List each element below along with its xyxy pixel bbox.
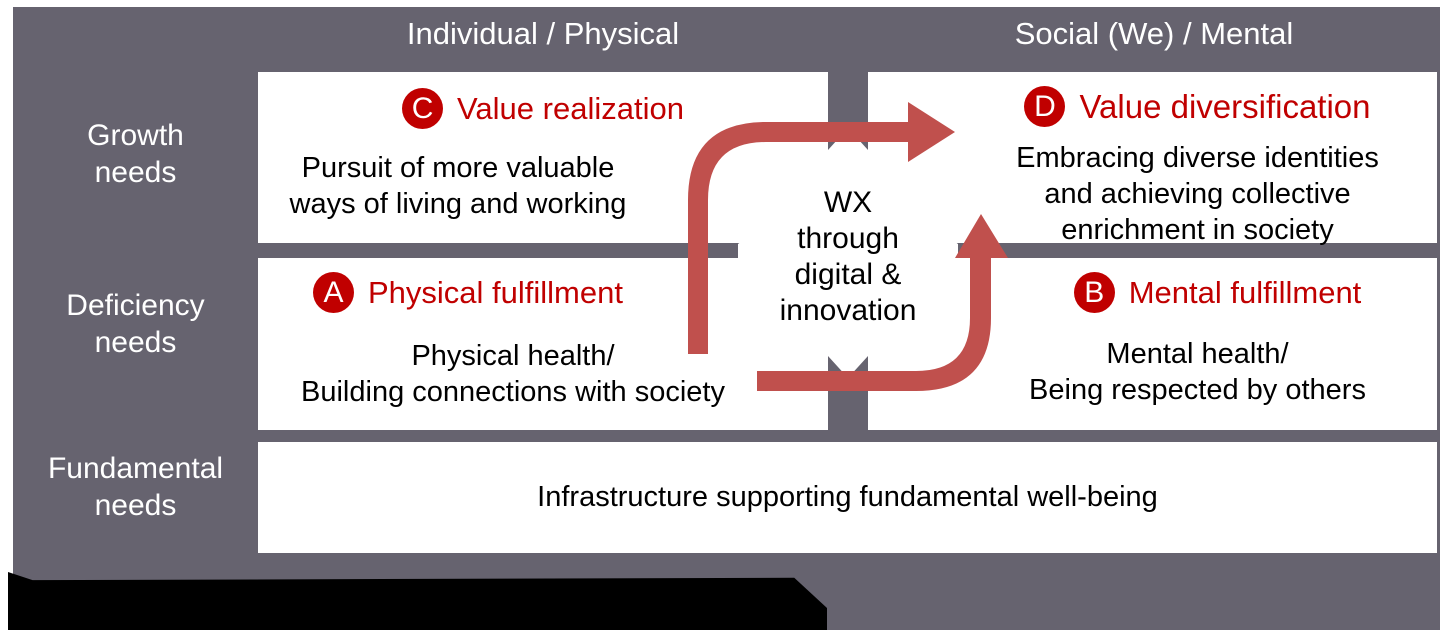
quadrant-b-mental-fulfillment: B Mental fulfillment Mental health/ Bein…: [868, 258, 1437, 430]
row-label-growth-needs: Growth needs: [87, 119, 184, 189]
quadrant-a-title: A Physical fulfillment: [258, 272, 678, 313]
arrow-a-to-d-via-c-icon: [688, 102, 955, 354]
badge-a-icon: A: [313, 272, 354, 313]
quadrant-d-value-diversification: D Value diversification Embracing divers…: [868, 72, 1437, 246]
row-label-fundamental-needs: Fundamental needs: [47, 452, 224, 522]
quadrant-b-title: B Mental fulfillment: [998, 272, 1437, 313]
quadrant-b-description: Mental health/ Being respected by others: [1029, 338, 1366, 406]
quadrant-a-physical-fulfillment: A Physical fulfillment Physical health/ …: [258, 258, 828, 430]
column-header-individual-physical: Individual / Physical: [406, 16, 680, 51]
badge-b-icon: B: [1073, 272, 1115, 313]
column-header-social-mental: Social (We) / Mental: [1014, 16, 1294, 51]
quadrant-a-description: Physical health/ Building connections wi…: [301, 340, 725, 408]
fundamental-infrastructure-box: Infrastructure supporting fundamental we…: [258, 442, 1437, 553]
badge-d-icon: D: [1024, 86, 1066, 127]
quadrant-c-description: Pursuit of more valuable ways of living …: [289, 152, 627, 220]
center-wx-label: WX through digital & innovation: [779, 186, 917, 327]
row-label-deficiency-needs: Deficiency needs: [66, 289, 205, 359]
quadrant-c-title: C Value realization: [258, 88, 828, 129]
fundamental-description: Infrastructure supporting fundamental we…: [537, 481, 1158, 513]
quadrant-d-description: Embracing diverse identities and achievi…: [1016, 142, 1379, 246]
quadrant-c-value-realization: C Value realization Pursuit of more valu…: [258, 72, 828, 243]
arrow-a-to-d-via-b-icon: [757, 214, 1008, 391]
source-note-redacted: [8, 572, 827, 630]
badge-c-icon: C: [402, 88, 444, 129]
quadrant-d-title: D Value diversification: [958, 86, 1437, 127]
